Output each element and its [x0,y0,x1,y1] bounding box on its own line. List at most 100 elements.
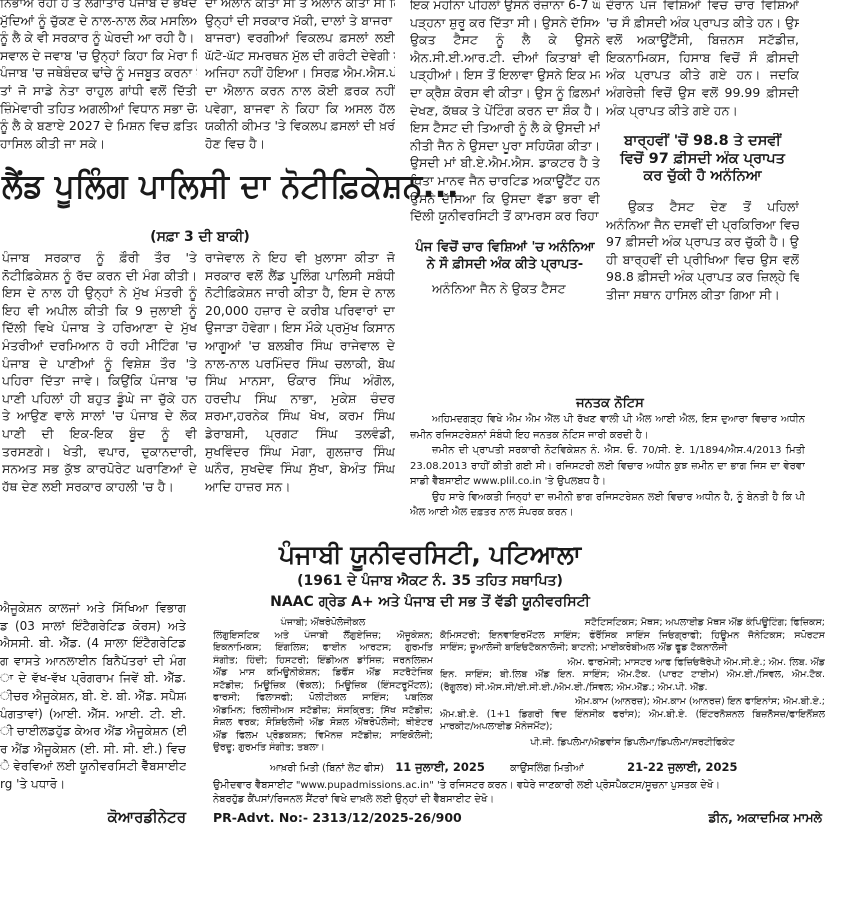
faculty-sciences: ਸਟੈਟਿਸਟਿਕਸ; ਮੈਥਸ; ਅਪਲਾਈਡ ਮੈਥਸ ਐਂਡ ਕੰਪਿਊਟ… [440,617,825,749]
text-line: ਇਸ ਦੇ ਨਾਲ ਹੀ ਉਨ੍ਹਾਂ ਨੇ ਮੁੱਖ ਮੰਤਰੀ ਨੂੰ [2,285,197,301]
text-line: ਨੀਤੀ ਜੈਨ ਨੇ ਉਸਦਾ ਪੂਰਾ ਸਹਿਯੋਗ ਕੀਤਾ। [410,137,600,153]
text-line: ਆਗੂਆਂ 'ਚ ਬਲਬੀਰ ਸਿੰਘ ਰਾਜੇਵਾਲ ਦੇ [205,337,395,353]
article-ananya-col4-tail: ਉਕਤ ਟੈਸਟ ਦੇਣ ਤੋਂ ਪਹਿਲਾਂ ਅਨੰਨਿਆ ਜੈਨ ਦਸਵੀਂ … [606,198,799,304]
coordinator-signature: ਕੋਆਰਡੀਨੇਟਰ [107,808,186,826]
text-line: ਮੰਤਰੀਆਂ ਦਰਮਿਆਨ ਹੋ ਰਹੀ ਮੀਟਿੰਗ 'ਚ [2,337,197,353]
text-line: ਅਹਿਮਦਗੜ੍ਹ ਵਿਖੇ ਐਮ ਐਮ ਐੱਲ ਪੀ ਰੱਖਣ ਵਾਲੀ ਪੀ… [432,414,805,425]
public-notice-title: ਜਨਤਕ ਨੋਟਿਸ [576,396,644,411]
subhead-five-subjects: ਪੰਜ ਵਿਚੋਂ ਚਾਰ ਵਿਸ਼ਿਆਂ 'ਚ ਅਨੰਨਿਆ ਨੇ ਸੌ ਫ਼ੀ… [410,239,600,274]
article-ananya-col3-tail: ਅਨੰਨਿਆ ਜੈਨ ਨੇ ਉਕਤ ਟੈਸਟ [410,280,600,298]
dean-signature: ਡੀਨ, ਅਕਾਦਮਿਕ ਮਾਮਲੇ [708,810,822,825]
campus-line: ਨੇਬਰਹੁੱਡ ਕੈਂਪਸਾਂ/ਰਿਜਨਲ ਸੈਂਟਰਾਂ ਵਿਖੇ ਦਾਖ਼… [213,794,495,805]
text-line: ਐਂਡ ਫਿਲਮ ਪ੍ਰੋਡਕਸ਼ਨ; ਵਿਮੈਨਜ਼ ਸਟੱਡੀਜ਼; ਸਾਇ… [213,729,433,741]
text-line: ਕਰ ਚੁੱਕੀ ਹੈ ਅਨੰਨਿਆ [643,168,762,185]
text-line: ਉਹ ਸਾਰੇ ਵਿਅਕਤੀ ਜਿਨ੍ਹਾਂ ਦਾ ਜ਼ਮੀਨੀ ਭਾਗ ਰਜਿ… [432,491,805,503]
text-line: ਐਂਡ ਮਾਸ ਕਮਿਊਨੀਕੇਸ਼ਨ; ਡਿਫੈਂਸ ਐਂਡ ਸਟਰੈਟੇਜਿ… [213,667,433,678]
register-line: ਉਮੀਦਵਾਰ ਵੈੱਬਸਾਈਟ "www.pupadmissions.ac.i… [213,780,720,791]
text-line: ਫਾਰਸੀ; ਫਿਲਾਸਫੀ; ਪੋਲੀਟੀਕਲ ਸਾਇੰਸ; ਪਬਲਿਕ [213,692,433,703]
article-ananya-col4: ਦੌਰਾਨ ਪੰਜ ਵਿਸ਼ਿਆਂ ਵਿਚ ਚਾਰ ਵਿਸ਼ਿਆਂ'ਚ ਸੌ ਫ… [606,0,799,304]
subjects-first: ਪੰਜਾਬੀ; ਐਂਥਰੋਪੋਲੋਜੀਕਲ [280,617,366,628]
article-ananya-col4-text: ਦੌਰਾਨ ਪੰਜ ਵਿਸ਼ਿਆਂ ਵਿਚ ਚਾਰ ਵਿਸ਼ਿਆਂ'ਚ ਸੌ ਫ… [606,0,799,119]
text-line: ਅੰਗਰੇਜ਼ੀ ਵਿਚੋਂ ਉਸ ਵਲੋਂ 99.99 ਫ਼ੀਸਦੀ [606,84,799,100]
text-line: ਨੂੰ ਲੈ ਕੇ ਬਣਾਏ 2027 ਦੇ ਮਿਸ਼ਨ ਵਿਚ ਫ਼ਤਿਹ [0,118,197,134]
text-line: ਉਸਨੇ ਦੱਸਿਆ ਕਿ ਉਸਦਾ ਵੱਡਾ ਭਰਾ ਵੀ [410,190,600,206]
commerce-subjects: ਐਮ.ਬੀ.ਏ. (1+1 ਡਿਗਰੀ ਵਿਦ ਇੰਨਸੀਕ ਫਰਾਂਸ); ਐ… [440,709,825,734]
text-line: ਦਿੱਲੀ ਯੂਨੀਵਰਸਿਟੀ ਤੋਂ ਕਾਮਰਸ ਕਰ ਰਿਹਾ ਹੈ। [410,208,600,224]
text-line: ਡੇਰਾਬਸੀ, ਪ੍ਰਗਟ ਸਿੰਘ ਤਲਵੰਡੀ, [205,425,395,441]
text-line: ਸਿੰਘ ਮਾਨਸਾ, ਓਂਕਾਰ ਸਿੰਘ ਅੰਗੋਲ, [205,373,395,389]
text-line: ਉਜਾੜਾ ਹੋਵੇਗਾ। ਇਸ ਮੌਕੇ ਪ੍ਰਮੁੱਖ ਕਿਸਾਨ [205,320,395,336]
text-line: ਅਨੰਨਿਆ ਜੈਨ ਦਸਵੀਂ ਦੀ ਪ੍ਰਕਿਰਿਆ ਵਿਚ [606,216,799,232]
text-line: ਬਾਜਰਾ) ਵਰਗੀਆਂ ਵਿਕਲਪ ਫ਼ਸਲਾਂ ਲਈ [205,30,395,46]
text-line: ਇਕਨਾਮਿਕਸ; ਇੰਗਲਿਸ਼; ਫਾਈਨ ਆਰਟਸ; ਗੁਰਮਤਿ [213,642,433,653]
text-line: ਨਿਭਾਅ ਰਹੀ ਹੈ ਤੇ ਲਗਾਤਾਰ ਪੰਜਾਬ ਦੇ ਭਖਦੇ [0,0,197,10]
land-article-col1: ਪੰਜਾਬ ਸਰਕਾਰ ਨੂੰ ਫ਼ੌਰੀ ਤੌਰ 'ਤੇ ਨੋਟੀਫ਼ਿਕੇਸ਼… [2,249,197,495]
text-line: ਸਾਡੀ ਵੈੱਬਸਾਈਟ www.plil.co.in 'ਤੇ ਉਪਲਬਧ ਹ… [410,476,607,487]
commerce-first: ਐਮ.ਕਾਮ (ਆਨਰਜ਼); ਐਮ.ਕਾਮ (ਆਨਰਜ਼) ਇਨ ਫਾਇਨਾਂ… [575,696,825,707]
text-line: ਡ (03 ਸਾਲਾਂ ਇੰਟੈਗਰੇਟਿਡ ਕੋਰਸ) ਅਤੇ [0,618,186,633]
text-line: ਨੂੰ ਲੈ ਕੇ ਵੀ ਸਰਕਾਰ ਨੂੰ ਘੇਰਦੀ ਆ ਰਹੀ ਹੈ। ਇ… [0,30,197,46]
text-line: ਇਨ. ਸਾਇੰਸ; ਬੀ.ਲਿਬ ਐਂਡ ਇਨ. ਸਾਇੰਸ; ਐਮ.ਟੈਕ.… [440,669,825,680]
text-line: ਪੰਜਾਬ ਸਰਕਾਰ ਨੂੰ ਫ਼ੌਰੀ ਤੌਰ 'ਤੇ [2,250,197,265]
text-line: ਸ਼ਰਮਾ,ਹਰਨੇਕ ਸਿੰਘ ਖੋਖ, ਕਰਮ ਸਿੰਘ [205,408,395,424]
text-line: ਸਰਕਾਰ ਵਲੋਂ ਲੈਂਡ ਪੂਲਿੰਗ ਪਾਲਿਸੀ ਸਬੰਧੀ [205,267,395,283]
text-line: ਸਾਇੰਸ; ਜ਼ੂਆਲੋਜੀ ਬਾਇਓਟੈਕਨਾਲੋਜੀ; ਬਾਟਨੀ; ਮਾ… [440,642,728,653]
subjects-list: ਲਿੰਗੁਇਸਟਿਕ ਅਤੇ ਪੰਜਾਬੀ ਲੈਂਗੁਏਜਿਜ਼; ਐਜੂਕੇਸ… [213,630,433,755]
text-line: 97 ਫ਼ੀਸਦੀ ਅੰਕ ਪ੍ਰਾਪਤ ਕਰ ਚੁੱਕੀ ਹੈ। ਉਥੇ [606,234,799,250]
university-subtitle: (1961 ਦੇ ਪੰਜਾਬ ਐਕਟ ਨੰ. 35 ਤਹਿਤ ਸਥਾਪਿਤ) [297,573,563,589]
text-line: ਇਸ ਟੈਸਟ ਦੀ ਤਿਆਰੀ ਨੂੰ ਲੈ ਕੇ ਉਸਦੀ ਮਾਂ [410,120,600,136]
text-line: ਉਕਤ ਟੈਸਟ ਦੇਣ ਤੋਂ ਪਹਿਲਾਂ [628,198,799,214]
article-bajwa-col2: ਦਾ ਐਲਾਨ ਕੀਤਾ ਸੀ ਤੇ ਐਲਾਨ ਕੀਤਾ ਸੀ ਕਿ ਉਨ੍ਹਾਂ… [205,0,395,152]
text-line: ਤੇ ਆਉਣ ਵਾਲੇ ਸਾਲਾਂ 'ਚ ਪੰਜਾਬ ਦੇ ਲੋਕ [2,408,197,424]
dates-row: ਆਖ਼ਰੀ ਮਿਤੀ (ਬਿਨਾਂ ਲੇਟ ਫੀਸ) 11 ਜੁਲਾਈ, 202… [270,760,830,775]
text-line: ਦੌਰਾਨ ਪੰਜ ਵਿਸ਼ਿਆਂ ਵਿਚ ਚਾਰ ਵਿਸ਼ਿਆਂ [606,0,799,12]
text-line: ਦੇਖਣ, ਕੱਥਕ ਤੇ ਪੇਂਟਿੰਗ ਕਰਨ ਦਾ ਸ਼ੌਕ ਹੈ। [410,102,600,118]
text-line: ਤੀਜਾ ਸਥਾਨ ਹਾਸਿਲ ਕੀਤਾ ਗਿਆ ਸੀ। [606,286,780,302]
text-line: ਦਿੱਲੀ ਵਿਖੇ ਪੰਜਾਬ ਤੇ ਹਰਿਆਣਾ ਦੇ ਮੁੱਖ [2,320,197,336]
text-line: (ਰੈਗੂਲਰ) ਸੀ.ਐਸ.ਸੀ/ਈ.ਸੀ.ਈ./ਐਮ.ਈ./ਸਿਵਲ; ਐਮ… [440,681,708,693]
text-line: ਨੋਟੀਫ਼ਿਕੇਸ਼ਨ ਜਾਰੀ ਕੀਤਾ ਹੈ, ਇਸ ਦੇ ਨਾਲ [205,285,395,301]
text-line: ਨੋਟੀਫ਼ਿਕੇਸ਼ਨ ਨੂੰ ਰੱਦ ਕਰਨ ਦੀ ਮੰਗ ਕੀਤੀ। [2,267,197,283]
subhead-ananya-scores: ਬਾਰ੍ਹਵੀਂ 'ਚੋਂ 98.8 ਤੇ ਦਸਵੀਂਵਿਚੋਂ 97 ਫ਼ੀਸ… [606,133,799,186]
text-line: ਪੰਜਾਬ 'ਚ ਜਥੇਬੰਦਕ ਢਾਂਚੇ ਨੂੰ ਮਜਬੂਤ ਕਰਨਾ ਹੈ [0,65,197,81]
text-line: ਤਾਂ ਜੋ ਸਾਡੇ ਨੇਤਾ ਰਾਹੁਲ ਗਾਂਧੀ ਵਲੋਂ ਦਿੱਤੀ [0,82,197,98]
text-line: ਪੰਜ ਵਿਚੋਂ ਚਾਰ ਵਿਸ਼ਿਆਂ 'ਚ ਅਨੰਨਿਆ [415,239,595,255]
text-line: ਜ਼ਮੀਨ ਰਜਿਸਟਰੇਸ਼ਨਾਂ ਸੰਬੰਧੀ ਇਹ ਜਨਤਕ ਨੋਟਿਸ … [410,429,649,441]
text-line: ਇਕ ਮਹੀਨਾ ਪਹਿਲਾਂ ਉਸਨੇ ਰੋਜ਼ਾਨਾ 6-7 ਘੰਟੇ [410,0,600,12]
text-line: ਦਾ ਐਲਾਨ ਕਰਨ ਨਾਲ ਕੋਈ ਫ਼ਰਕ ਨਹੀਂ [205,82,395,98]
text-line: ਆਦਿ ਹਾਜ਼ਰ ਸਨ। [205,478,291,494]
article-ananya-col3: ਇਕ ਮਹੀਨਾ ਪਹਿਲਾਂ ਉਸਨੇ ਰੋਜ਼ਾਨਾ 6-7 ਘੰਟੇਪੜ੍… [410,0,600,298]
science-subjects-first: ਸਟੈਟਿਸਟਿਕਸ; ਮੈਥਸ; ਅਪਲਾਈਡ ਮੈਥਸ ਐਂਡ ਕੰਪਿਊਟ… [584,617,825,628]
text-line: ਅਜਿਹਾ ਨਹੀਂ ਹੋਇਆ। ਸਿਰਫ਼ ਐਮ.ਐਸ.ਪੀ. [205,65,395,81]
text-line: ਵਲੋਂ ਅਕਾਊਂਟੈਂਸੀ, ਬਿਜ਼ਨਸ ਸਟੱਡੀਜ਼, [606,32,799,48]
text-line: ਘੱਟੋ-ਘੱਟ ਸਮਰਥਨ ਮੁੱਲ ਦੀ ਗਰੰਟੀ ਦੇਵੇਗੀ ਪਰ [205,47,395,63]
text-line: ਘਨੌਰ, ਸੁਖਦੇਵ ਸਿੰਘ ਸੁੱਖਾ, ਬੇਅੰਤ ਸਿੰਘ [205,461,395,477]
text-line: ਨੇ ਸੌ ਫ਼ੀਸਦੀ ਅੰਕ ਕੀਤੇ ਪ੍ਰਾਪਤ- [426,257,584,273]
text-line: ਉਨ੍ਹਾਂ ਦੀ ਸਰਕਾਰ ਮੱਕੀ, ਦਾਲਾਂ ਤੇ ਬਾਜਰਾ (ਮੋ… [205,12,395,28]
text-line: ਪਹਿਰਾ ਦਿੱਤਾ ਜਾਵੇ। ਕਿਉਂਕਿ ਪੰਜਾਬ 'ਚ [2,373,197,389]
text-line: 98.8 ਫ਼ੀਸਦੀ ਅੰਕ ਪ੍ਰਾਪਤ ਕਰ ਜ਼ਿਲ੍ਹੇ ਵਿਚੋਂ [606,269,799,285]
text-line: rg 'ਤੇ ਪਧਾਰੋ। [0,776,66,791]
text-line: ਸੋਸ਼ਲ ਵਰਕ; ਸੋਸ਼ਿਓਲੋਜੀ ਐਂਡ ਸੋਸ਼ਲ ਐਂਥਰੋਪੋਲ… [213,717,433,728]
text-line: ਹੋਣ ਵਿਚ ਹੈ। [205,135,266,151]
text-line: ਇਕਨਾਮਿਕਸ, ਹਿਸਾਬ ਵਿਚੋਂ ਸੌ ਫ਼ੀਸਦੀ [606,49,799,65]
professional-subjects: ਇਨ. ਸਾਇੰਸ; ਬੀ.ਲਿਬ ਐਂਡ ਇਨ. ਸਾਇੰਸ; ਐਮ.ਟੈਕ.… [440,669,825,694]
text-line: ਦਾ ਐਲਾਨ ਕੀਤਾ ਸੀ ਤੇ ਐਲਾਨ ਕੀਤਾ ਸੀ ਕਿ [205,0,395,10]
text-line: ਐਜੂਕੇਸ਼ਨ ਕਾਲਜਾਂ ਅਤੇ ਸਿੱਖਿਆ ਵਿਭਾਗ [0,601,186,615]
university-naac: NAAC ਗ੍ਰੇਡ A+ ਅਤੇ ਪੰਜਾਬ ਦੀ ਸਭ ਤੋਂ ਵੱਡੀ ਯ… [270,594,590,610]
text-line: ਸਨਅਤ ਸਭ ਕੁੱਝ ਕਾਰਪੋਰੇਟ ਘਰਾਣਿਆਂ ਦੇ [2,461,197,477]
education-ad-text: ਐਜੂਕੇਸ਼ਨ ਕਾਲਜਾਂ ਅਤੇ ਸਿੱਖਿਆ ਵਿਭਾਗ ਡ (03 ਸਾ… [0,600,186,794]
text-line: ਮਾਰਕੀਟ/ਅਪਲਾਈਡ ਮੈਨੇਜਮੈਂਟ); [440,721,553,732]
text-line: ਯਕੀਨੀ ਕੀਮਤ 'ਤੇ ਵਿਕਲਪ ਫ਼ਸਲਾਂ ਦੀ ਖ਼ਰੀਦ [205,118,395,134]
article-ananya-col3-text: ਇਕ ਮਹੀਨਾ ਪਹਿਲਾਂ ਉਸਨੇ ਰੋਜ਼ਾਨਾ 6-7 ਘੰਟੇਪੜ੍… [410,0,600,225]
text-line: ਸਵਾਲ ਦੇ ਜਵਾਬ 'ਚ ਉਨ੍ਹਾਂ ਕਿਹਾ ਕਿ ਮੇਰਾ ਧਿਆਨ [0,47,197,63]
continued-from-page: (ਸਫ਼ਾ 3 ਦੀ ਬਾਕੀ) [150,229,250,245]
text-line: ਪਵੇਗਾ, ਬਾਜਵਾ ਨੇ ਕਿਹਾ ਕਿ ਅਸਲ ਹੱਲ [205,100,395,116]
text-line: ਇਹ ਵੀ ਅਪੀਲ ਕੀਤੀ ਕਿ 9 ਜੁਲਾਈ ਨੂੰ [2,302,197,318]
text-line: ਪਾਣੀ ਪਹਿਲਾਂ ਹੀ ਬਹੁਤ ਡੂੰਘੇ ਜਾ ਚੁੱਕੇ ਹਨ [2,390,197,406]
text-line: ਗ ਵਾਸਤੇ ਆਨਲਾਈਨ ਬਿਨੈਪੱਤਰਾਂ ਦੀ ਮੰਗ [0,653,186,668]
text-line: ਰਾਜੇਵਾਲ ਨੇ ਇਹ ਵੀ ਖ਼ੁਲਾਸਾ ਕੀਤਾ ਜੋ [205,250,395,265]
last-date: 11 ਜੁਲਾਈ, 2025 [395,760,485,774]
text-line: ਅੰਕ ਪ੍ਰਾਪਤ ਕੀਤੇ ਗਏ ਹਨ। ਜਦਕਿ [606,67,799,83]
text-line: ਐਮ.ਬੀ.ਏ. (1+1 ਡਿਗਰੀ ਵਿਦ ਇੰਨਸੀਕ ਫਰਾਂਸ); ਐ… [440,708,825,720]
